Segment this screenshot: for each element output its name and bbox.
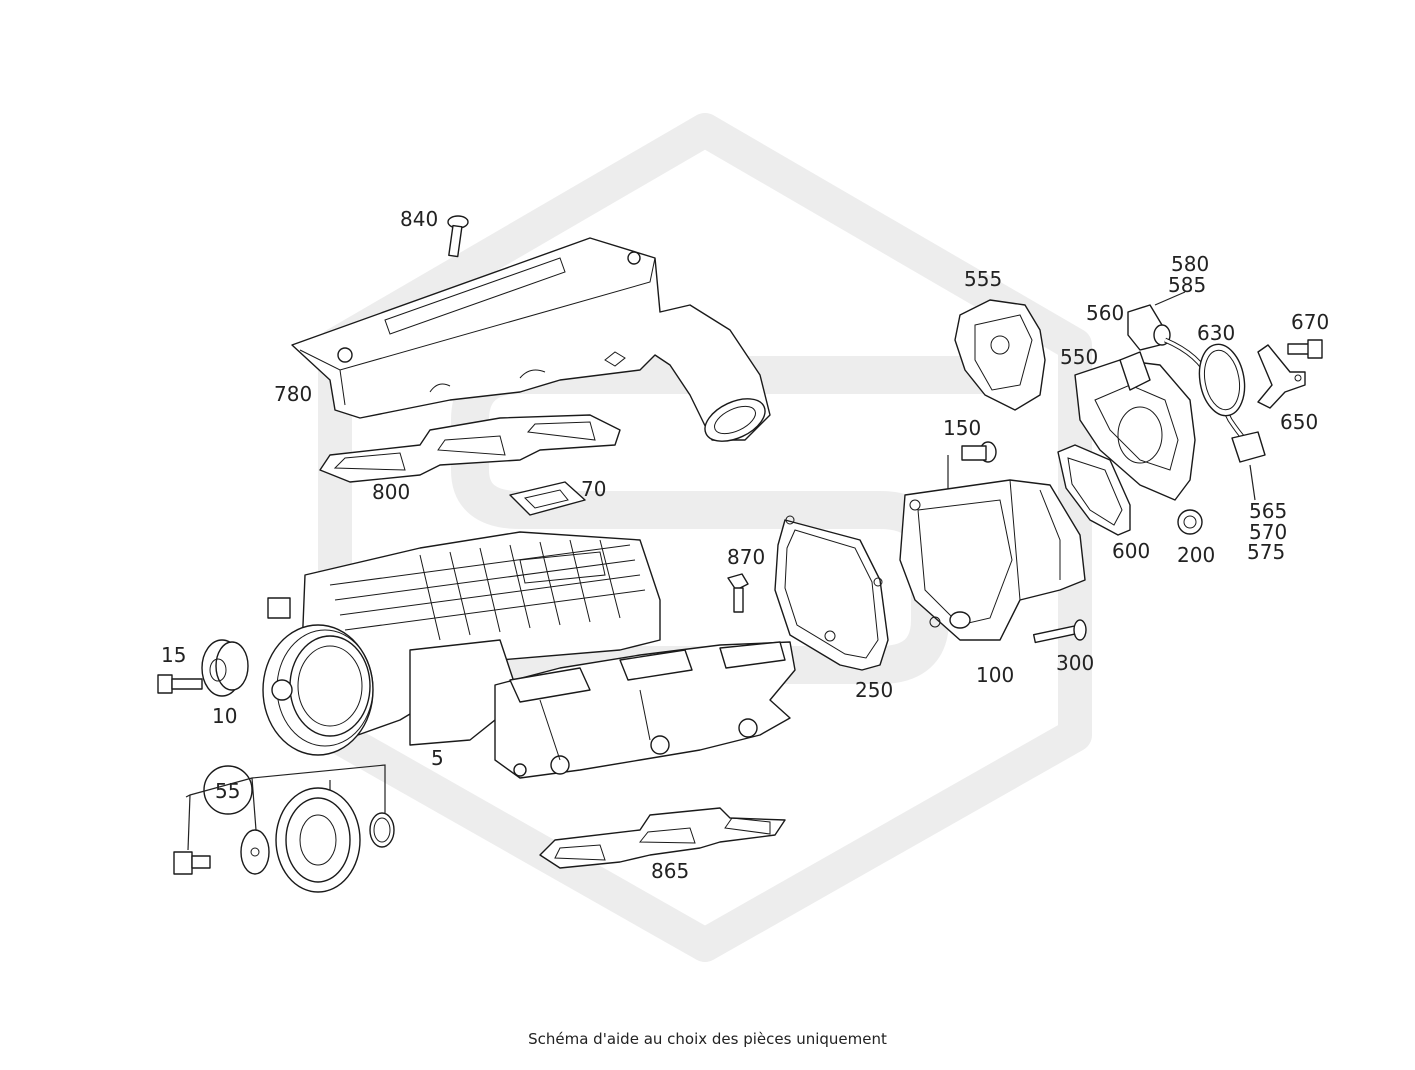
cover-555[interactable] (954, 299, 1046, 411)
bolt-15[interactable] (157, 674, 203, 694)
callout-585: 585 (1168, 273, 1206, 297)
callout-250: 250 (855, 678, 893, 702)
callout-780: 780 (274, 382, 312, 406)
callout-570: 570 (1249, 520, 1287, 544)
actuator-550[interactable] (1074, 351, 1196, 501)
bolt-870[interactable] (727, 573, 749, 613)
callout-800: 800 (372, 480, 410, 504)
callout-565: 565 (1249, 499, 1287, 523)
callout-870: 870 (727, 545, 765, 569)
sensor-560[interactable] (1127, 291, 1186, 351)
callout-575: 575 (1247, 540, 1285, 564)
callout-150: 150 (943, 416, 981, 440)
callout-555: 555 (964, 267, 1002, 291)
bolt-300[interactable] (1032, 619, 1087, 644)
supercharger-pulley[interactable] (262, 624, 374, 756)
callout-650: 650 (1280, 410, 1318, 434)
intake-manifold[interactable] (494, 641, 796, 779)
gasket-800[interactable] (319, 414, 621, 483)
ring-630[interactable] (1194, 341, 1250, 420)
bolt-670[interactable] (1287, 339, 1323, 359)
wiring-harness-565[interactable] (1164, 337, 1266, 501)
callout-5: 5 (431, 746, 444, 770)
callout-865: 865 (651, 859, 689, 883)
callout-200: 200 (1177, 543, 1215, 567)
callout-580: 580 (1171, 252, 1209, 276)
pulley-10[interactable] (201, 639, 249, 697)
bracket-650[interactable] (1257, 344, 1306, 409)
gasket-70[interactable] (509, 481, 586, 516)
gasket-865[interactable] (539, 807, 786, 869)
screw-840[interactable] (447, 215, 469, 258)
callout-15: 15 (161, 643, 186, 667)
gasket-600[interactable] (1057, 444, 1131, 536)
plug-150[interactable] (947, 441, 997, 499)
callout-70: 70 (581, 477, 606, 501)
engine-cover-780[interactable] (291, 237, 772, 450)
callout-840: 840 (400, 207, 438, 231)
throttle-housing-100[interactable] (899, 479, 1086, 641)
callout-670: 670 (1291, 310, 1329, 334)
callout-55: 55 (215, 779, 240, 803)
callout-300: 300 (1056, 651, 1094, 675)
callout-560: 560 (1086, 301, 1124, 325)
callout-550: 550 (1060, 345, 1098, 369)
callout-10: 10 (212, 704, 237, 728)
cap-200[interactable] (1177, 509, 1203, 535)
callout-600: 600 (1112, 539, 1150, 563)
callout-100: 100 (976, 663, 1014, 687)
pulley-kit-55[interactable] (173, 764, 395, 893)
disclaimer-caption: Schéma d'aide au choix des pièces unique… (528, 1030, 887, 1048)
callout-630: 630 (1197, 321, 1235, 345)
gasket-250[interactable] (774, 515, 889, 671)
